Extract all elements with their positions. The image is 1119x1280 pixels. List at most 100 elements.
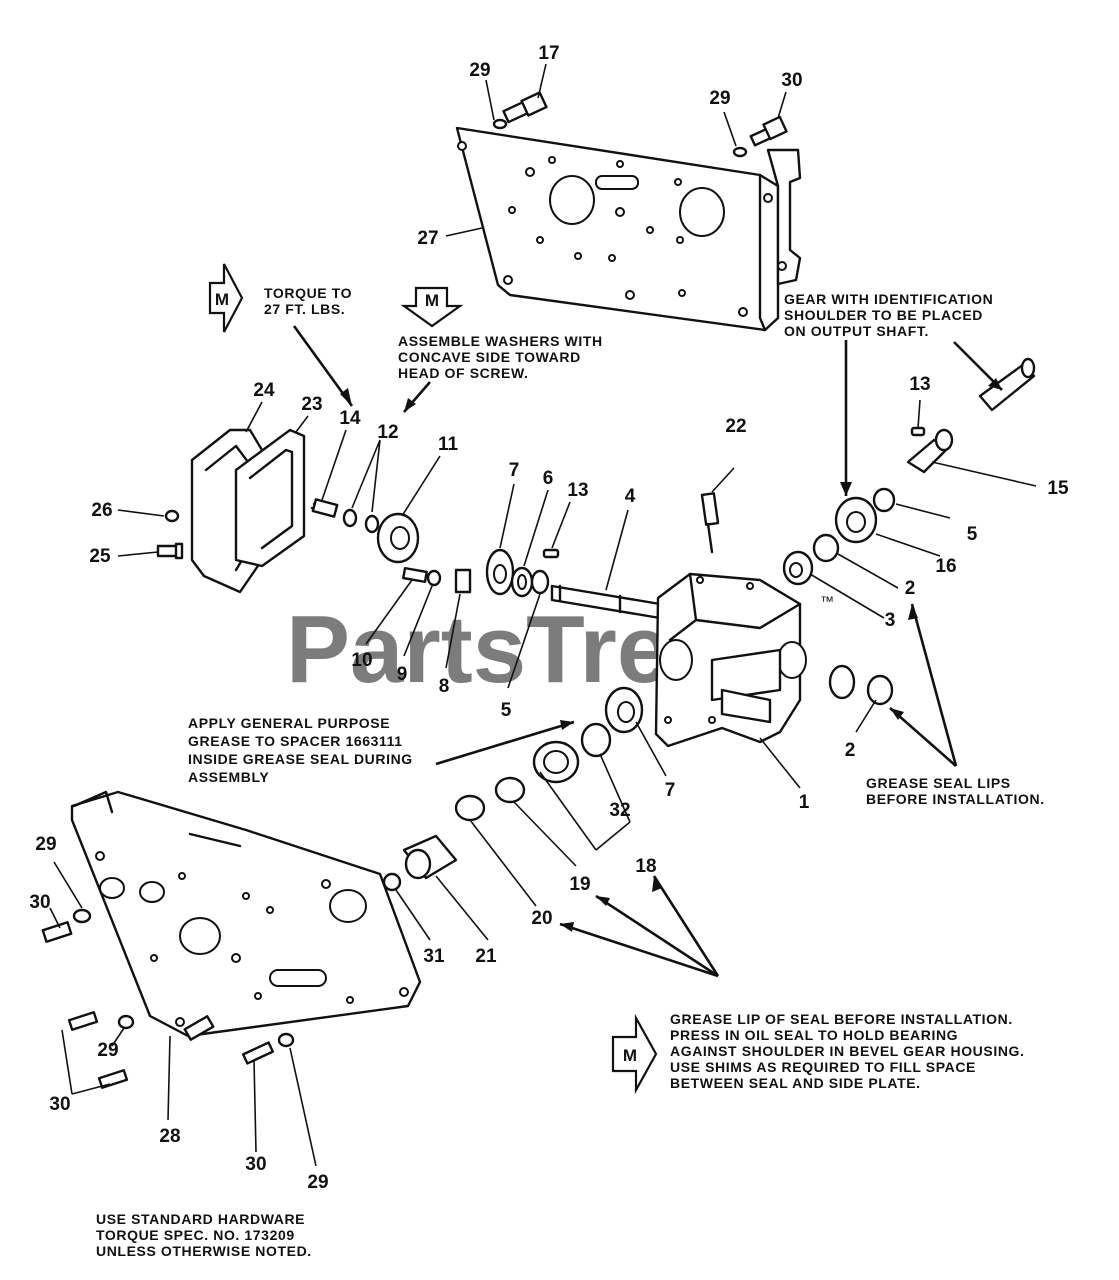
stud-28 [183,1015,215,1041]
svg-text:GEAR WITH IDENTIFICATION: GEAR WITH IDENTIFICATION [784,291,993,307]
spacer-21 [402,834,458,880]
output-shaft [978,357,1036,412]
bolts-30-lower-left [67,1011,129,1089]
bottom-side-plate [70,790,422,1038]
note-grease-lips: GREASE SEAL LIPS BEFORE INSTALLATION. [866,775,1045,807]
callout-17: 17 [538,43,559,64]
callout-3: 3 [885,610,896,631]
washer-9 [426,569,442,587]
callout-26: 26 [91,500,112,521]
callout-23: 23 [301,394,322,415]
svg-text:AGAINST SHOULDER IN BEVEL GEAR: AGAINST SHOULDER IN BEVEL GEAR HOUSING. [670,1043,1025,1059]
callout-13: 13 [909,374,930,395]
seal-2-upper [812,533,840,563]
key-8 [454,568,472,594]
svg-text:ON OUTPUT SHAFT.: ON OUTPUT SHAFT. [784,323,929,339]
callout-21: 21 [475,946,497,967]
svg-text:SHOULDER TO BE PLACED: SHOULDER TO BE PLACED [784,307,983,323]
callout-15: 15 [1047,478,1069,499]
svg-text:GREASE TO SPACER 1663111: GREASE TO SPACER 1663111 [188,733,403,749]
shim-20 [454,794,486,822]
callout-2: 2 [905,578,916,599]
screw-14 [310,498,339,518]
callout-29: 29 [35,834,56,855]
svg-text:UNLESS OTHERWISE NOTED.: UNLESS OTHERWISE NOTED. [96,1243,312,1259]
callout-9: 9 [397,664,408,685]
callout-32: 32 [609,800,630,821]
svg-text:M: M [215,290,229,309]
callout-8: 8 [439,676,450,697]
bolt-30-left [41,921,73,943]
gear-16 [834,496,878,544]
callout-6: 6 [543,468,554,489]
callout-22: 22 [725,416,746,437]
pin-22 [700,492,720,554]
svg-text:PRESS IN OIL SEAL TO HOLD BEAR: PRESS IN OIL SEAL TO HOLD BEARING [670,1027,958,1043]
seal-18 [532,740,580,784]
m-symbol-torque: M [208,263,244,333]
m-symbol-washers: M [400,286,464,328]
top-side-plate [455,126,802,332]
svg-text:M: M [425,291,439,310]
svg-text:GREASE SEAL LIPS: GREASE SEAL LIPS [866,775,1011,791]
callout-30: 30 [29,892,50,913]
bearing-7-lower [604,686,644,734]
washer-29-bottom [277,1032,295,1048]
bolt-17 [502,91,548,124]
callout-7: 7 [509,460,520,481]
callout-30: 30 [245,1154,266,1175]
nut-31 [382,872,402,892]
screw-25 [156,542,184,560]
svg-text:TORQUE SPEC. NO. 173209: TORQUE SPEC. NO. 173209 [96,1227,295,1243]
bolt-10 [402,566,428,584]
svg-text:TORQUE TO: TORQUE TO [264,285,352,301]
part-26 [164,509,180,523]
svg-text:BETWEEN SEAL AND SIDE PLATE.: BETWEEN SEAL AND SIDE PLATE. [670,1075,921,1091]
key-13-upper [542,548,560,559]
svg-text:USE STANDARD HARDWARE: USE STANDARD HARDWARE [96,1211,305,1227]
washer-12a [342,508,358,528]
bushing-3-lower [828,664,856,700]
svg-text:INSIDE GREASE SEAL DURING: INSIDE GREASE SEAL DURING [188,751,413,767]
spacer-32 [580,722,612,758]
callout-19: 19 [569,874,590,895]
bolt-30-top [749,115,788,147]
washer-29-mid [117,1014,135,1030]
callout-28: 28 [159,1126,180,1147]
seal-5-right [872,487,896,513]
callout-14: 14 [339,408,361,429]
callout-30: 30 [781,70,802,91]
svg-text:USE SHIMS AS REQUIRED TO FILL: USE SHIMS AS REQUIRED TO FILL SPACE [670,1059,976,1075]
gear-11 [376,512,420,564]
trademark-mark: ™ [820,593,834,609]
callout-2: 2 [845,740,856,761]
callout-16: 16 [935,556,956,577]
bearing-7-upper [485,548,515,596]
svg-text:GREASE LIP OF SEAL BEFORE INST: GREASE LIP OF SEAL BEFORE INSTALLATION. [670,1011,1013,1027]
bushing-3-upper [782,550,814,586]
note-gear: GEAR WITH IDENTIFICATION SHOULDER TO BE … [784,291,993,339]
note-washers: ASSEMBLE WASHERS WITH CONCAVE SIDE TOWAR… [398,333,603,381]
callout-numbers: 29 17 29 30 27 24 23 14 12 11 26 25 10 9… [29,43,1069,1193]
cover-23 [234,428,306,568]
bevel-gear-housing-1 [654,572,807,748]
note-hardware: USE STANDARD HARDWARE TORQUE SPEC. NO. 1… [96,1211,312,1259]
note-seal-install: GREASE LIP OF SEAL BEFORE INSTALLATION. … [670,1011,1025,1091]
note-torque: TORQUE TO 27 FT. LBS. [264,285,352,317]
ring-6 [510,566,534,598]
callout-7: 7 [665,780,676,801]
key-13-right [910,426,926,437]
svg-text:ASSEMBLE WASHERS WITH: ASSEMBLE WASHERS WITH [398,333,603,349]
callout-18: 18 [635,856,656,877]
shaft-15 [906,428,954,474]
callout-29: 29 [709,88,730,109]
shim-19 [494,776,526,804]
m-symbol-seal: M [611,1013,658,1095]
washer-29-top-left [492,118,508,130]
callout-29: 29 [469,60,490,81]
svg-text:BEFORE INSTALLATION.: BEFORE INSTALLATION. [866,791,1045,807]
seal-2-lower [866,674,894,706]
callout-1: 1 [799,792,810,813]
seal-5-upper [530,569,550,595]
callout-12: 12 [377,422,398,443]
